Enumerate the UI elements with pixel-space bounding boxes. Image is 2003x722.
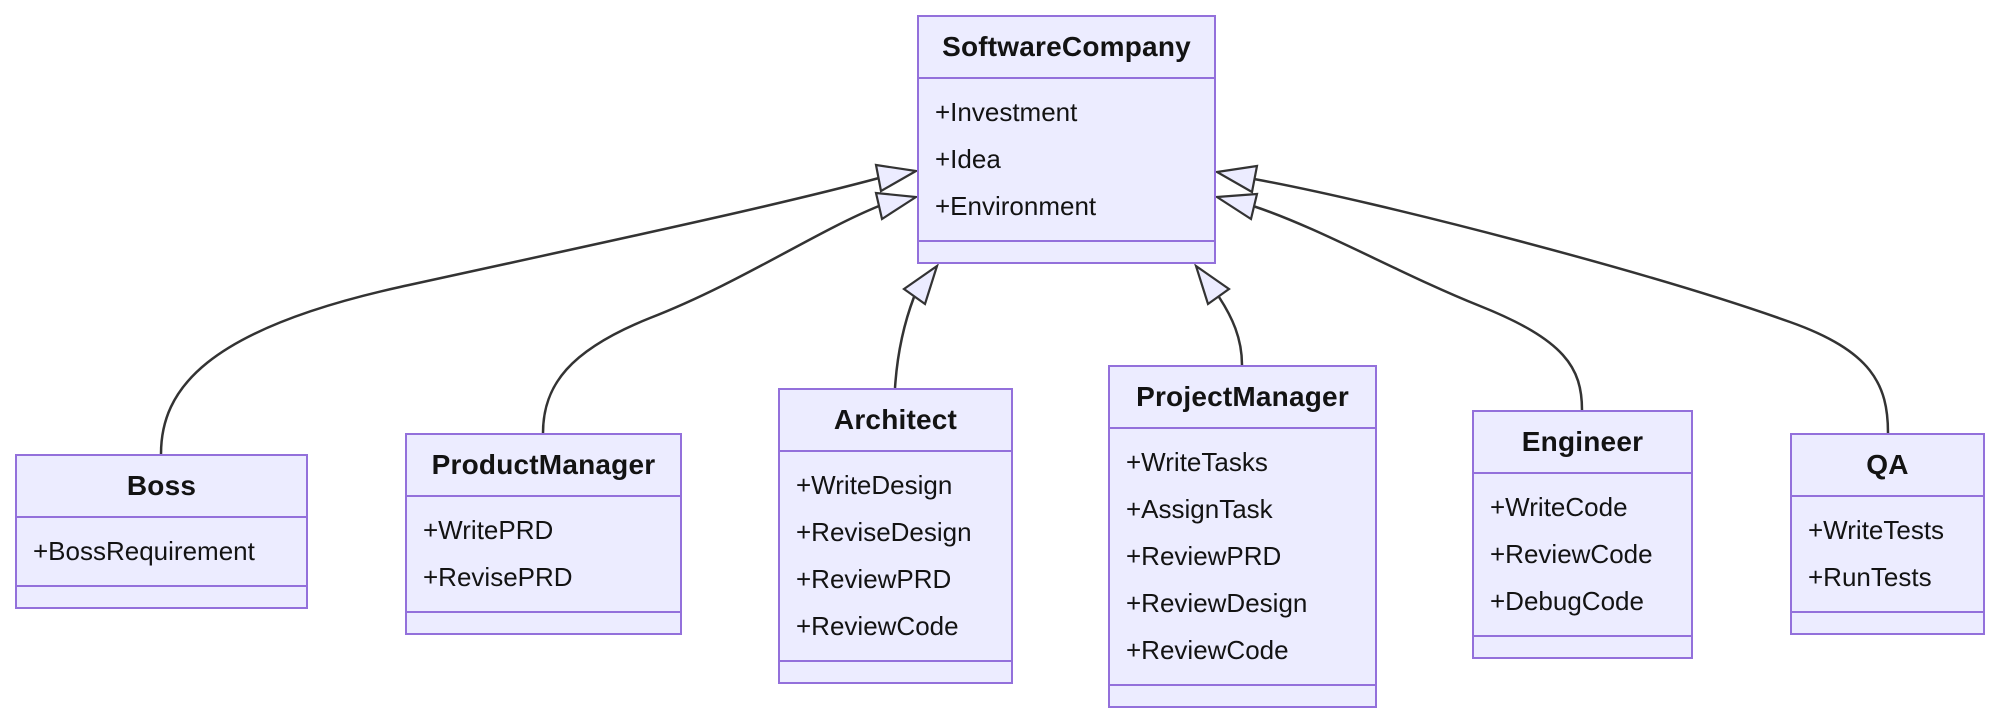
class-members-boss: +BossRequirement [17, 518, 306, 587]
inheritance-arrowhead-projectmanager [1193, 263, 1231, 306]
member-row: +ReviewCode [1490, 539, 1653, 569]
class-title-qa: QA [1792, 435, 1983, 497]
member-row: +ReviewPRD [1126, 541, 1282, 571]
edge-qa-to-softwarecompany [1253, 177, 1890, 434]
class-title-projectmanager: ProjectManager [1110, 367, 1375, 429]
inheritance-arrowhead-qa [1213, 164, 1259, 194]
member-row: +RunTests [1808, 562, 1932, 592]
class-methods-boss [17, 587, 306, 607]
member-row: +ReviewCode [1126, 635, 1289, 665]
inheritance-arrowhead-architect [902, 263, 940, 306]
edge-productmanager-to-softwarecompany [541, 204, 880, 434]
class-title-productmanager: ProductManager [407, 435, 680, 497]
class-members-architect: +WriteDesign +ReviseDesign +ReviewPRD +R… [780, 452, 1011, 662]
member-row: +RevisePRD [423, 562, 573, 592]
member-row: +BossRequirement [33, 536, 255, 566]
member-row: +WriteCode [1490, 492, 1628, 522]
class-members-softwarecompany: +Investment +Idea +Environment [919, 79, 1214, 242]
class-methods-productmanager [407, 613, 680, 633]
member-row: +DebugCode [1490, 586, 1644, 616]
class-members-qa: +WriteTests +RunTests [1792, 497, 1983, 613]
edge-architect-to-softwarecompany [893, 296, 916, 389]
class-title-architect: Architect [780, 390, 1011, 452]
inheritance-arrowhead-engineer [1213, 192, 1259, 221]
member-row: +ReviewDesign [1126, 588, 1308, 618]
member-row: +WriteTests [1808, 515, 1945, 545]
class-title-boss: Boss [17, 456, 306, 518]
member-row: +ReviewPRD [796, 564, 952, 594]
class-box-engineer: Engineer +WriteCode +ReviewCode +DebugCo… [1472, 410, 1693, 659]
class-methods-projectmanager [1110, 686, 1375, 706]
class-members-productmanager: +WritePRD +RevisePRD [407, 497, 680, 613]
member-row: +WriteDesign [796, 470, 953, 500]
member-row: +Idea [935, 144, 1001, 174]
class-methods-qa [1792, 613, 1983, 633]
class-title-softwarecompany: SoftwareCompany [919, 17, 1214, 79]
class-box-projectmanager: ProjectManager +WriteTasks +AssignTask +… [1108, 365, 1377, 708]
class-box-architect: Architect +WriteDesign +ReviseDesign +Re… [778, 388, 1013, 684]
edge-engineer-to-softwarecompany [1252, 204, 1584, 411]
member-row: +ReviewCode [796, 611, 959, 641]
member-row: +AssignTask [1126, 494, 1273, 524]
inheritance-arrowhead-productmanager [874, 191, 920, 221]
class-box-boss: Boss +BossRequirement [15, 454, 308, 609]
member-row: +WriteTasks [1126, 447, 1268, 477]
class-methods-architect [780, 662, 1011, 682]
edge-projectmanager-to-softwarecompany [1217, 296, 1244, 366]
edge-boss-to-softwarecompany [159, 176, 880, 455]
class-methods-engineer [1474, 637, 1691, 657]
class-members-engineer: +WriteCode +ReviewCode +DebugCode [1474, 474, 1691, 637]
member-row: +Environment [935, 191, 1097, 221]
class-members-projectmanager: +WriteTasks +AssignTask +ReviewPRD +Revi… [1110, 429, 1375, 686]
class-box-qa: QA +WriteTests +RunTests [1790, 433, 1985, 635]
class-title-engineer: Engineer [1474, 412, 1691, 474]
inheritance-arrowhead-boss [874, 163, 920, 193]
member-row: +ReviseDesign [796, 517, 972, 547]
member-row: +WritePRD [423, 515, 554, 545]
member-row: +Investment [935, 97, 1078, 127]
class-box-productmanager: ProductManager +WritePRD +RevisePRD [405, 433, 682, 635]
class-methods-softwarecompany [919, 242, 1214, 262]
class-box-softwarecompany: SoftwareCompany +Investment +Idea +Envir… [917, 15, 1216, 264]
